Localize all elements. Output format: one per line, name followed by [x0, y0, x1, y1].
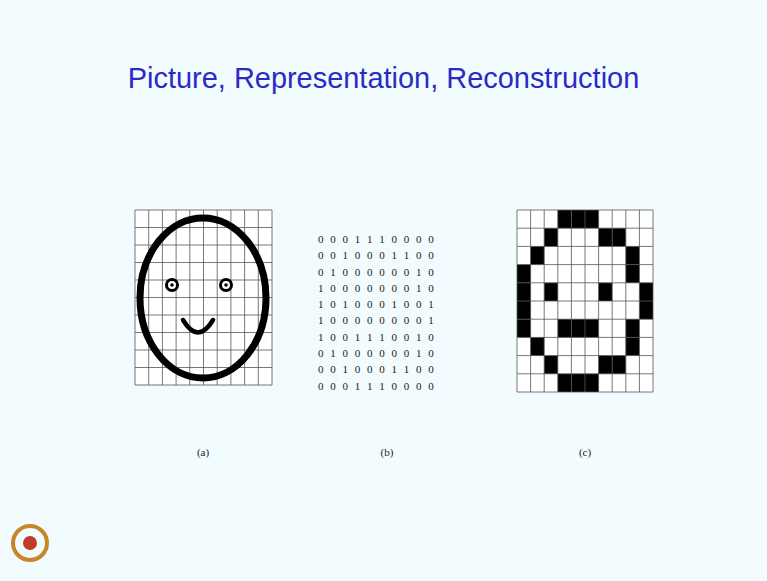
matrix-row: 0 1 0 0 0 0 0 0 1 0 [318, 345, 458, 361]
matrix-row: 0 1 0 0 0 0 0 0 1 0 [318, 264, 458, 280]
panel-label: (c) [555, 446, 615, 458]
grid-line [135, 385, 272, 386]
pixel [544, 356, 558, 374]
matrix-row: 0 0 1 0 0 0 1 1 0 0 [318, 247, 458, 263]
smiley-face [140, 218, 266, 378]
pixel [626, 265, 640, 283]
grid-ground [135, 210, 272, 385]
pixel [517, 319, 531, 337]
pixel [571, 374, 585, 392]
panel-label: (b) [357, 446, 417, 458]
grid-line [517, 301, 653, 302]
pixel [517, 265, 531, 283]
pixel [558, 319, 572, 337]
pixel [599, 356, 613, 374]
pixel [626, 246, 640, 264]
grid-line [217, 210, 218, 385]
pixel [531, 246, 545, 264]
grid-line [517, 373, 653, 374]
grid-line [639, 210, 640, 392]
matrix-row: 1 0 1 0 0 0 1 0 0 1 [318, 296, 458, 312]
pixel [585, 319, 599, 337]
pixel-cells [517, 210, 653, 392]
grid-line [612, 210, 613, 392]
pixel [558, 210, 572, 228]
caption-area: (a) [173, 446, 233, 458]
matrix-row: 0 0 0 1 1 1 0 0 0 0 [318, 378, 458, 394]
binary-matrix: 0 0 0 1 1 1 0 0 0 00 0 1 0 0 0 1 1 0 00 … [318, 231, 458, 394]
panel-label: (a) [173, 446, 233, 458]
grid-line [517, 337, 653, 338]
pixel [639, 301, 653, 319]
grid-line [517, 319, 653, 320]
mouth [183, 320, 213, 333]
logo-ring [13, 526, 47, 560]
grid-line [230, 210, 231, 385]
matrix-row: 0 0 1 0 0 0 1 1 0 0 [318, 361, 458, 377]
pixel [544, 228, 558, 246]
caption-area: (b) [357, 446, 417, 458]
grid-line [653, 210, 654, 392]
title-area: Picture, Representation, Reconstruction [0, 62, 767, 95]
pixel [585, 374, 599, 392]
grid-line [517, 392, 653, 393]
pixel [639, 283, 653, 301]
pupil [224, 283, 228, 287]
matrix-row: 1 0 0 1 1 1 0 0 1 0 [318, 329, 458, 345]
pixel [571, 319, 585, 337]
pixel [612, 228, 626, 246]
matrix-row: 1 0 0 0 0 0 0 0 0 1 [318, 312, 458, 328]
pixel [599, 283, 613, 301]
eye [167, 280, 178, 291]
pixel [517, 301, 531, 319]
pixel [531, 337, 545, 355]
grid-line [258, 210, 259, 385]
grid-line [272, 210, 273, 385]
logo [13, 526, 47, 560]
grid-line [135, 297, 272, 298]
matrix-row: 1 0 0 0 0 0 0 0 1 0 [318, 280, 458, 296]
face-outline [140, 218, 266, 378]
pixel [517, 283, 531, 301]
grid-line [598, 210, 599, 392]
pixel [626, 337, 640, 355]
eye [221, 280, 232, 291]
reconstruction-grid [517, 210, 653, 392]
pixel [571, 210, 585, 228]
grid-line [517, 355, 653, 356]
pixel [585, 210, 599, 228]
logo-core [23, 536, 37, 550]
grid-line [625, 210, 626, 392]
caption-area: (c) [555, 446, 615, 458]
pupil [170, 283, 174, 287]
picture-grid [135, 210, 272, 385]
grid-line [135, 367, 272, 368]
pixel [558, 374, 572, 392]
pixel [612, 356, 626, 374]
pixel [626, 319, 640, 337]
grid-ground [517, 210, 653, 392]
matrix-row: 0 0 0 1 1 1 0 0 0 0 [318, 231, 458, 247]
pixel [599, 228, 613, 246]
pixel [544, 283, 558, 301]
slide-title: Picture, Representation, Reconstruction [0, 62, 767, 95]
grid-line [135, 315, 272, 316]
